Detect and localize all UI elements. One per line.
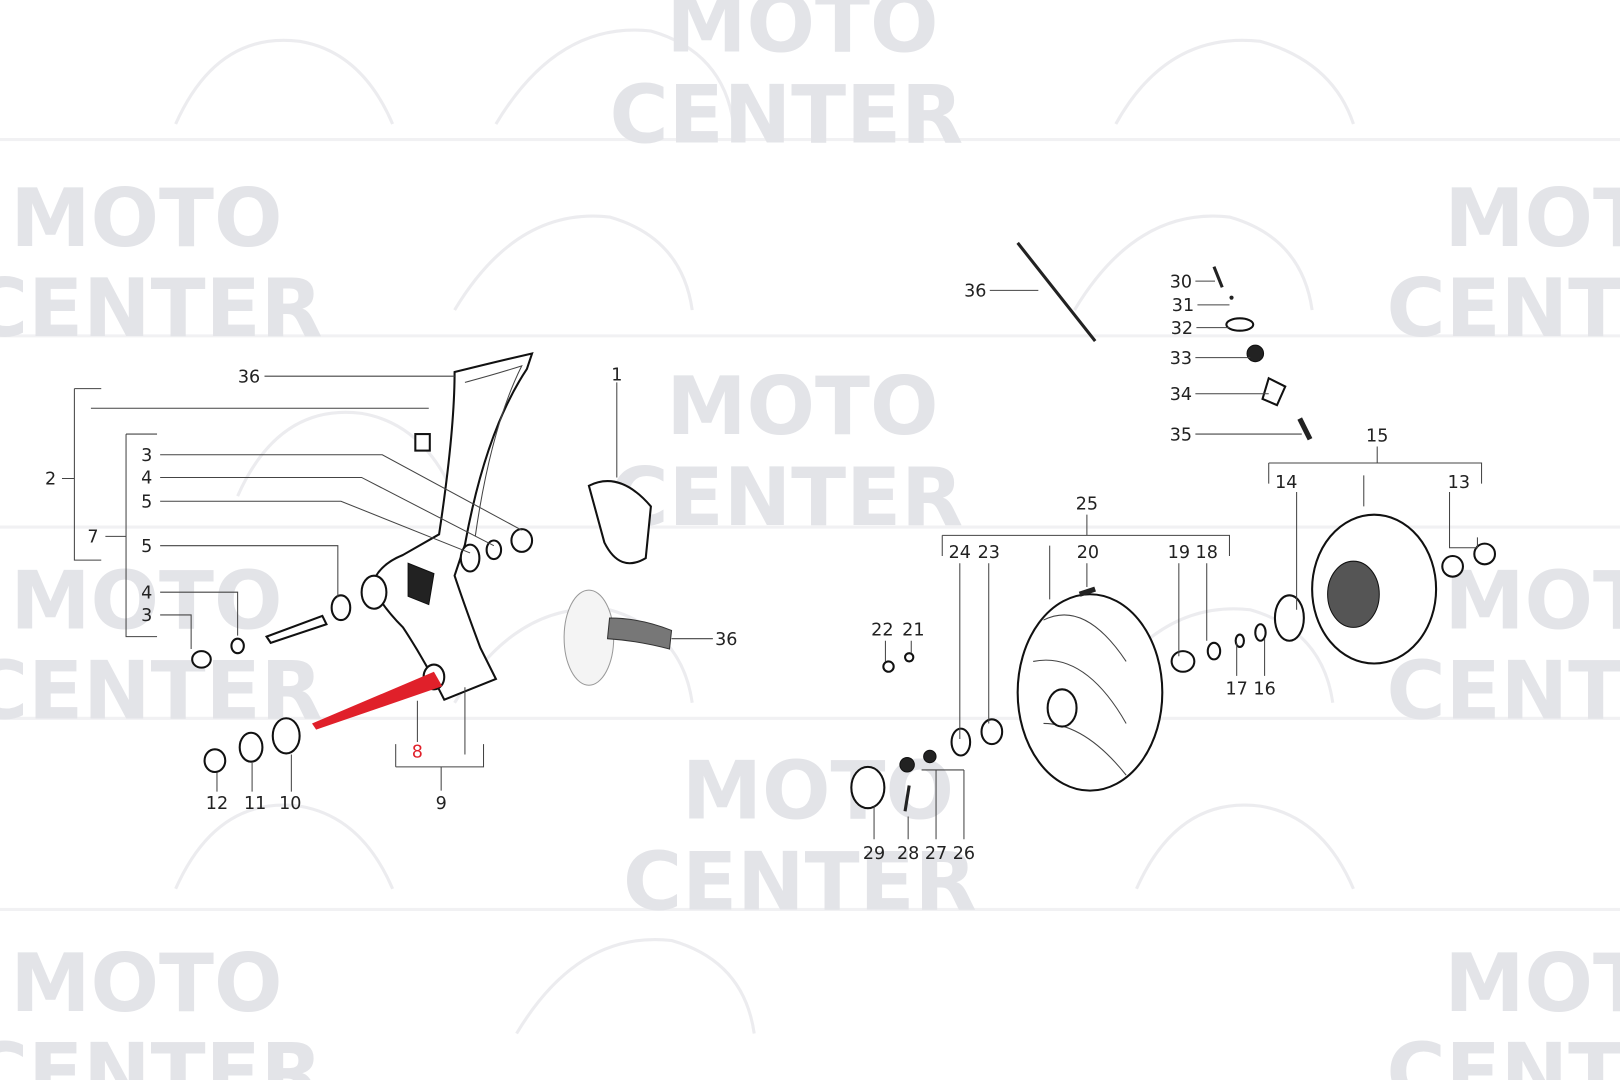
callout-35[interactable]: 35 — [1170, 425, 1192, 445]
watermark-text: CENTER — [610, 69, 964, 163]
leader-lines — [61, 280, 1483, 840]
watermark-text: CENTER — [1387, 262, 1620, 356]
callout-20[interactable]: 20 — [1077, 543, 1099, 563]
callout-25[interactable]: 25 — [1076, 495, 1098, 515]
callout-3[interactable]: 3 — [141, 446, 152, 466]
callout-7[interactable]: 7 — [87, 528, 98, 548]
callout-4[interactable]: 4 — [141, 469, 152, 489]
watermark-text: MOTO — [10, 937, 282, 1031]
callout-26[interactable]: 26 — [953, 844, 975, 864]
callout-36[interactable]: 36 — [715, 630, 737, 650]
callout-34[interactable]: 34 — [1170, 385, 1192, 405]
callout-17[interactable]: 17 — [1226, 680, 1248, 700]
watermark-text: CENTER — [0, 262, 323, 356]
callout-10[interactable]: 10 — [279, 794, 301, 814]
watermark-text: MOTO — [666, 0, 938, 72]
callout-16[interactable]: 16 — [1253, 680, 1275, 700]
watermark-text: MOTO — [10, 554, 282, 648]
callout-11[interactable]: 11 — [244, 794, 266, 814]
callout-21[interactable]: 21 — [902, 621, 924, 641]
callout-23[interactable]: 23 — [978, 543, 1000, 563]
watermark-text: CENTER — [623, 835, 977, 929]
watermark-text: MOTO — [682, 745, 954, 839]
watermark-text: CENTER — [0, 644, 323, 738]
callout-4[interactable]: 4 — [141, 583, 152, 603]
highlighted-shaft[interactable] — [312, 671, 443, 730]
callout-28[interactable]: 28 — [897, 844, 919, 864]
callout-9[interactable]: 9 — [436, 794, 447, 814]
brake-parts — [563, 480, 673, 686]
callout-19[interactable]: 19 — [1168, 543, 1190, 563]
watermark-text: MOTO — [1444, 172, 1620, 266]
callout-1[interactable]: 1 — [611, 365, 622, 385]
callout-12[interactable]: 12 — [206, 794, 228, 814]
watermark-text: CENTER — [0, 1027, 323, 1080]
callout-36[interactable]: 36 — [238, 367, 260, 387]
callout-2[interactable]: 2 — [45, 470, 56, 490]
callout-24[interactable]: 24 — [949, 543, 971, 563]
callout-27[interactable]: 27 — [925, 844, 947, 864]
watermark-text: CENTER — [610, 451, 964, 545]
callout-8-highlighted[interactable]: 8 — [412, 743, 423, 763]
watermark-text: MOTO — [666, 360, 938, 454]
cable — [1016, 241, 1097, 343]
callout-18[interactable]: 18 — [1196, 543, 1218, 563]
watermark-text: MOTO — [1444, 554, 1620, 648]
callout-30[interactable]: 30 — [1170, 272, 1192, 292]
watermark-text: CENTER — [1387, 644, 1620, 738]
callout-13[interactable]: 13 — [1448, 473, 1470, 493]
callout-5[interactable]: 5 — [141, 537, 152, 557]
brake-backplate — [850, 513, 1497, 812]
callout-labels: 36 2 7 3 4 5 5 4 3 8 9 12 11 10 1 36 36 … — [45, 272, 1470, 864]
callout-22[interactable]: 22 — [871, 621, 893, 641]
callout-36[interactable]: 36 — [964, 282, 986, 302]
watermark-text: CENTER — [1387, 1027, 1620, 1080]
callout-3[interactable]: 3 — [141, 606, 152, 626]
callout-15[interactable]: 15 — [1366, 426, 1388, 446]
swing-arm-assembly — [191, 352, 534, 774]
callout-29[interactable]: 29 — [863, 844, 885, 864]
callout-31[interactable]: 31 — [1172, 296, 1194, 316]
callout-33[interactable]: 33 — [1170, 349, 1192, 369]
callout-32[interactable]: 32 — [1171, 319, 1193, 339]
wheel-hub — [1016, 586, 1164, 792]
watermark-text: MOTO — [1444, 937, 1620, 1031]
callout-5[interactable]: 5 — [141, 492, 152, 512]
adjuster-parts — [1212, 266, 1313, 441]
watermark-text: MOTO — [10, 172, 282, 266]
callout-14[interactable]: 14 — [1275, 473, 1297, 493]
